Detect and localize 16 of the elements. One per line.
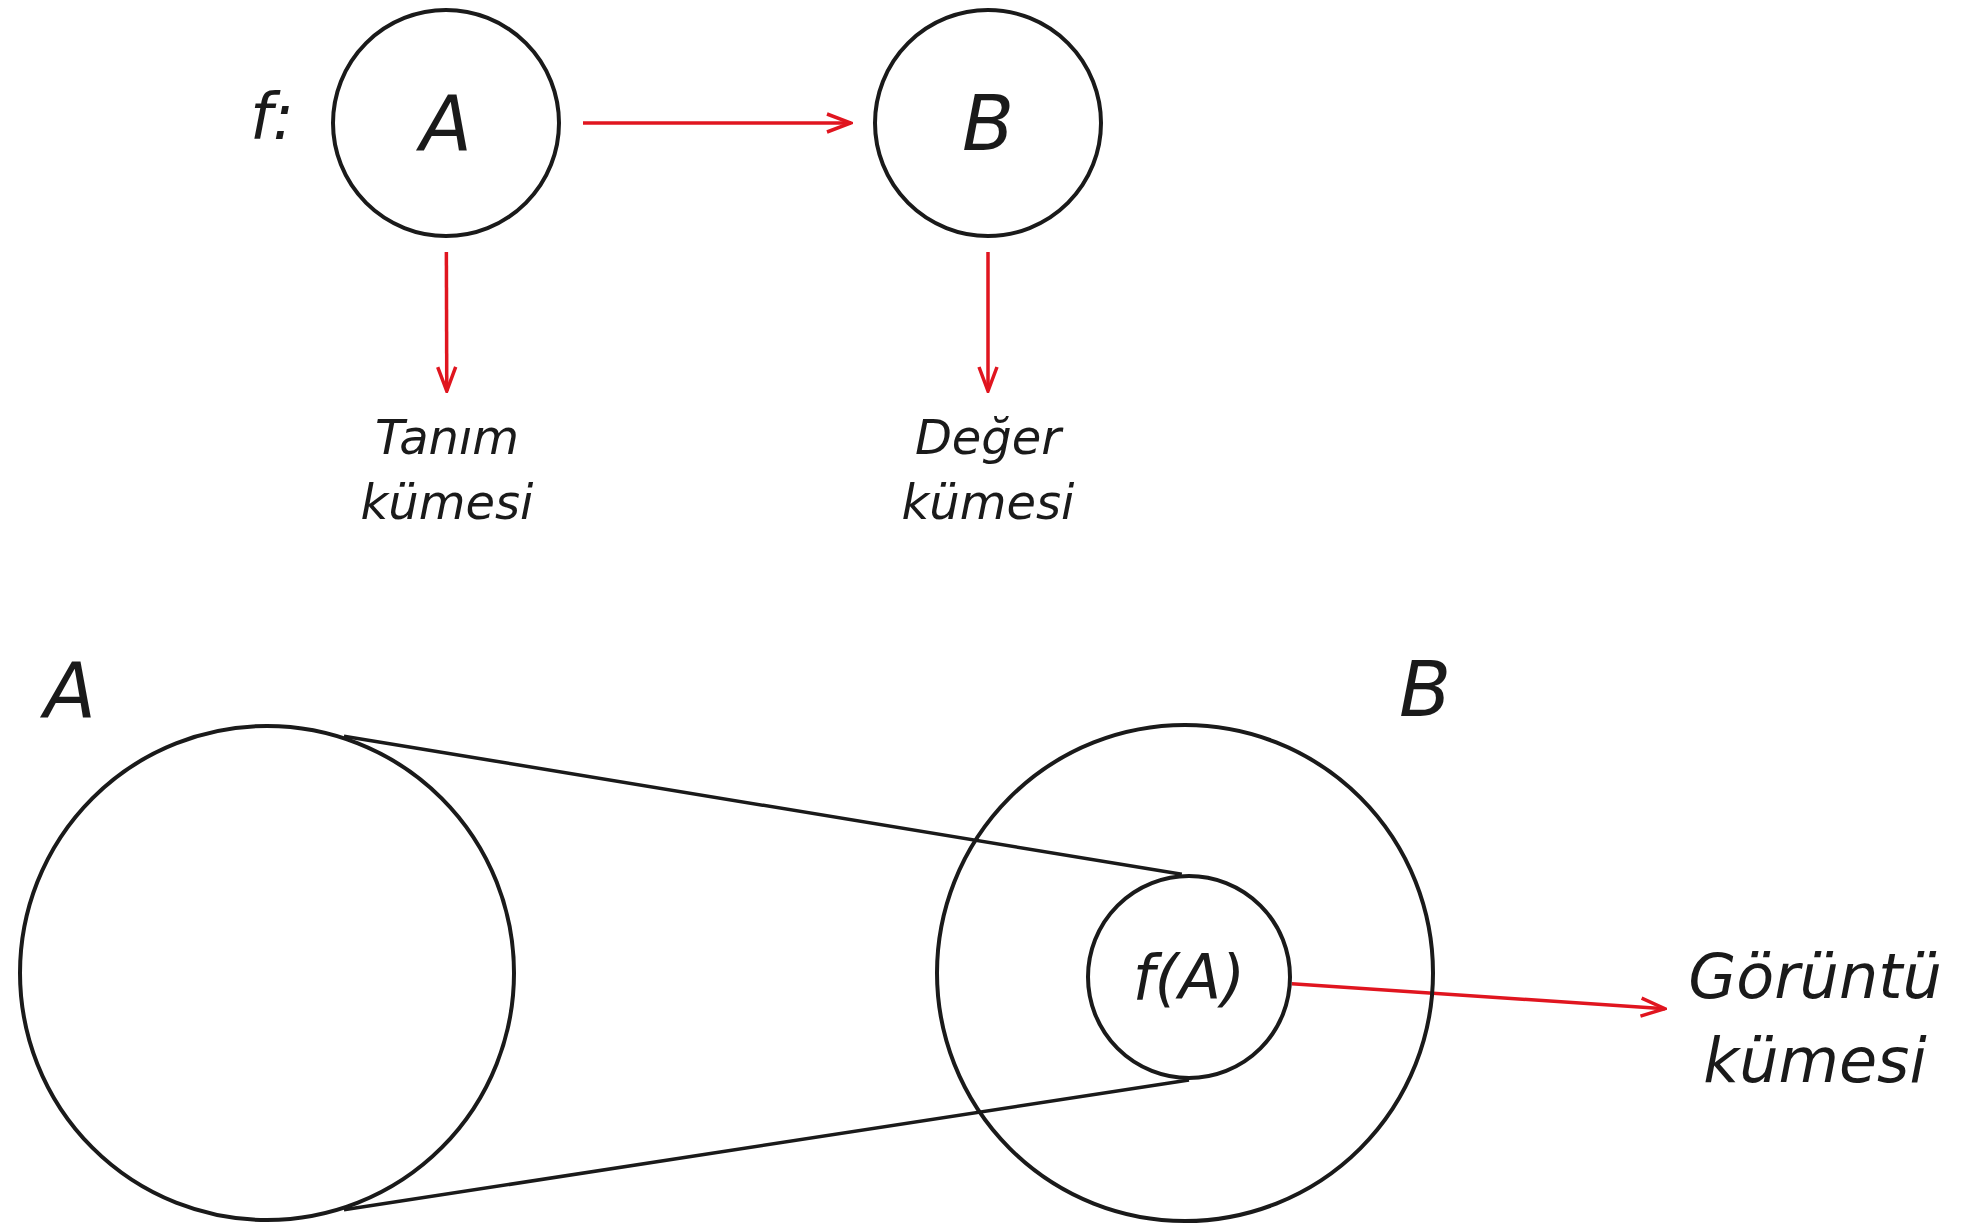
- label-text: Görüntü kümesi: [1665, 935, 1965, 1103]
- set-label: B: [961, 78, 1015, 168]
- arrow: [1291, 982, 1667, 1018]
- set-circle: [1086, 874, 1292, 1080]
- arrow: [977, 252, 999, 393]
- connector-line: [343, 734, 1183, 876]
- label-text: Tanım kümesi: [347, 405, 547, 535]
- label-text: Değer kümesi: [888, 405, 1088, 535]
- set-circle: [331, 8, 561, 238]
- connector-line: [343, 1078, 1190, 1212]
- set-circle: [873, 8, 1103, 238]
- function-label: f:: [250, 80, 295, 154]
- set-label: f(A): [1132, 940, 1246, 1014]
- arrow: [435, 252, 458, 393]
- set-label: B: [1399, 645, 1452, 734]
- arrow: [583, 112, 853, 134]
